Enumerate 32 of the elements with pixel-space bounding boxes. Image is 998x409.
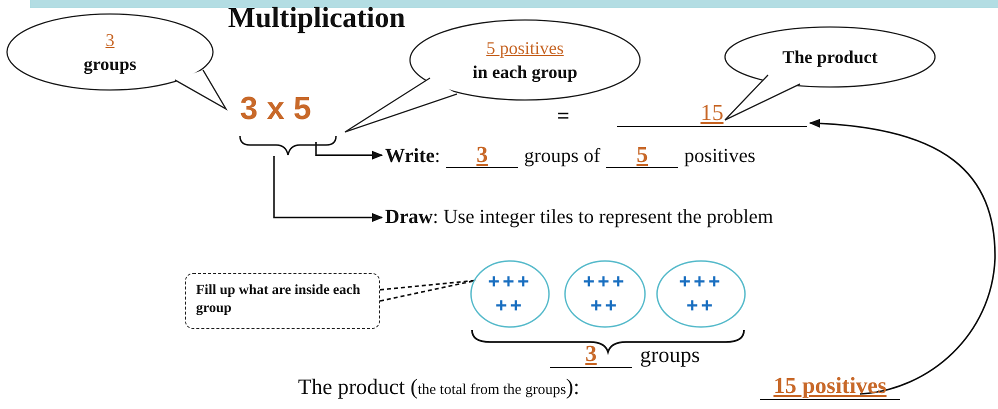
instruction-text: Draw: Use integer tiles to represent the problem (385, 206, 774, 229)
title: Multiplication (228, 2, 406, 35)
answer-blank: 15 (617, 100, 807, 127)
label-text: the total from the groups (418, 382, 566, 399)
answer-text: 5 positives (486, 36, 564, 60)
plus-signs: ++ (495, 294, 525, 318)
plus-signs: ++ (590, 294, 620, 318)
plus-signs: ++ (686, 294, 716, 318)
bubble-text: in each group (472, 61, 578, 84)
answer-blank: 5 (606, 142, 678, 168)
plus-signs: +++ (678, 270, 724, 294)
plus-signs: +++ (582, 270, 628, 294)
instruction-text: groups of (524, 145, 600, 168)
note-box: Fill up what are inside each group (185, 273, 380, 329)
equals-sign: = (557, 103, 570, 129)
label-text: The product ( (298, 374, 418, 400)
instruction-text: Write: (385, 145, 440, 168)
bubble-text: The product (782, 46, 878, 69)
leader-line (379, 280, 477, 302)
arrow (273, 156, 384, 222)
label-text: groups (640, 342, 700, 368)
bubble-text: groups (84, 53, 136, 76)
answer-blank: 15 positives (760, 373, 900, 400)
arrow (315, 142, 384, 160)
instruction-text: positives (684, 145, 756, 168)
label-text: ): (566, 374, 580, 400)
plus-signs: +++ (488, 270, 532, 294)
expression: 3 x 5 (240, 90, 312, 127)
curved-arrow (808, 119, 996, 395)
answer-blank: 3 (550, 341, 632, 368)
answer-blank: 3 (446, 142, 518, 168)
answer-text: 3 (106, 28, 114, 52)
